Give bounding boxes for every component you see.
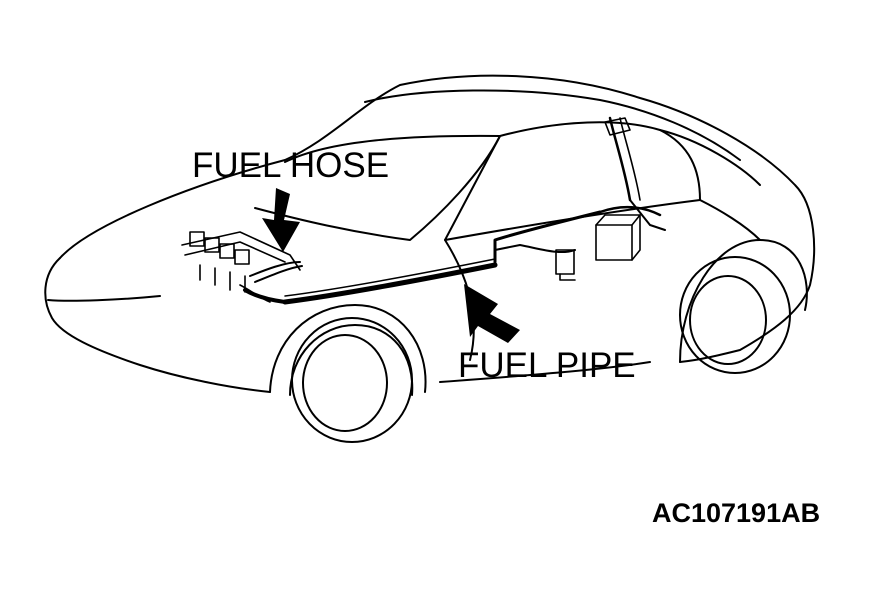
fuel-hose-arrow (262, 188, 300, 252)
figure-id: AC107191AB (652, 498, 821, 528)
rear-wheel (679, 239, 808, 374)
fuel-pipe-arrow (464, 284, 520, 343)
car-body (44, 74, 816, 393)
fuel-tank-components (555, 116, 666, 281)
fuel-pipe-label: FUEL PIPE (458, 346, 636, 385)
fuel-hose-label: FUEL HOSE (192, 146, 390, 185)
fuel-rail-assembly (181, 231, 301, 303)
fuel-hose (243, 261, 303, 304)
front-wheel (269, 304, 427, 443)
fuel-pipe (282, 210, 602, 305)
